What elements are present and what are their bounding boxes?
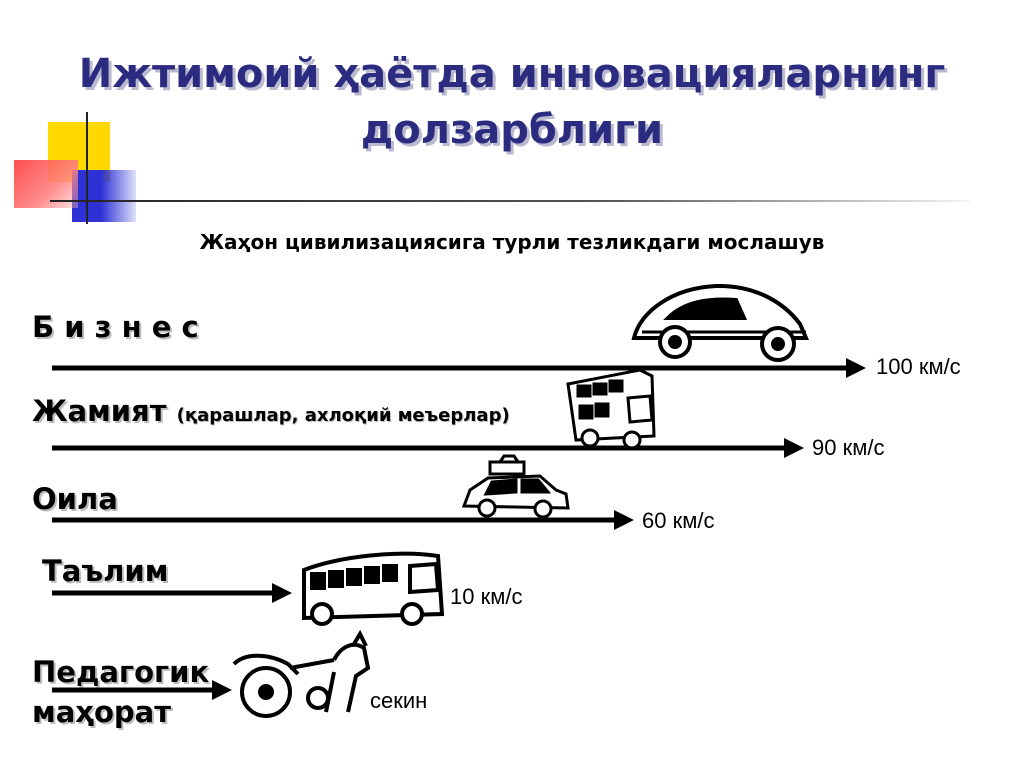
arrow-education xyxy=(52,583,292,603)
arrow-business xyxy=(52,358,866,378)
deco-blue-square xyxy=(72,170,136,222)
row-label-line2: маҳорат xyxy=(32,695,172,729)
row-label-family: Оила xyxy=(32,482,118,516)
speed-label-family: 60 км/с xyxy=(642,508,715,533)
slide-title-line2: долзарблиги xyxy=(360,107,664,153)
row-label-text: Б и з н е с xyxy=(32,310,199,344)
row-label-society: Жамият (қарашлар, ахлоқий меъерлар) xyxy=(32,394,510,433)
horse-cart-icon xyxy=(232,629,371,718)
speed-label-business: 100 км/с xyxy=(876,354,961,379)
deco-vertical-line xyxy=(86,112,88,224)
speed-label-education: 10 км/с xyxy=(450,584,523,609)
row-label-pedagogy: Педагогик маҳорат xyxy=(32,652,209,732)
speed-label-pedagogy: секин xyxy=(370,688,428,713)
sports-car-icon xyxy=(631,283,810,362)
family-car-icon xyxy=(461,454,570,519)
speed-label-society: 90 км/с xyxy=(812,435,885,460)
row-label-note: (қарашлар, ахлоқий меъерлар) xyxy=(176,405,510,426)
arrow-pedagogy xyxy=(52,680,232,700)
row-label-line1: Педагогик xyxy=(32,655,210,689)
row-label-text: Оила xyxy=(32,482,118,516)
row-label-text: Таълим xyxy=(42,554,169,588)
arrow-society xyxy=(52,438,804,458)
slide-subtitle: Жаҳон цивилизациясига турли тезликдаги м… xyxy=(199,230,825,254)
double-decker-bus-icon xyxy=(566,368,656,450)
row-label-business: Б и з н е с xyxy=(32,310,199,344)
row-label-text: Жамият xyxy=(32,394,167,428)
row-label-education: Таълим xyxy=(42,554,168,588)
deco-horizontal-rule xyxy=(50,200,970,202)
arrow-family xyxy=(52,510,634,530)
slide-title: Ижтимоий ҳаётда инновацияларнинг долзарб… xyxy=(40,46,984,158)
slide-title-line1: Ижтимоий ҳаётда инновацияларнинг xyxy=(78,51,946,97)
old-bus-icon xyxy=(302,551,445,626)
